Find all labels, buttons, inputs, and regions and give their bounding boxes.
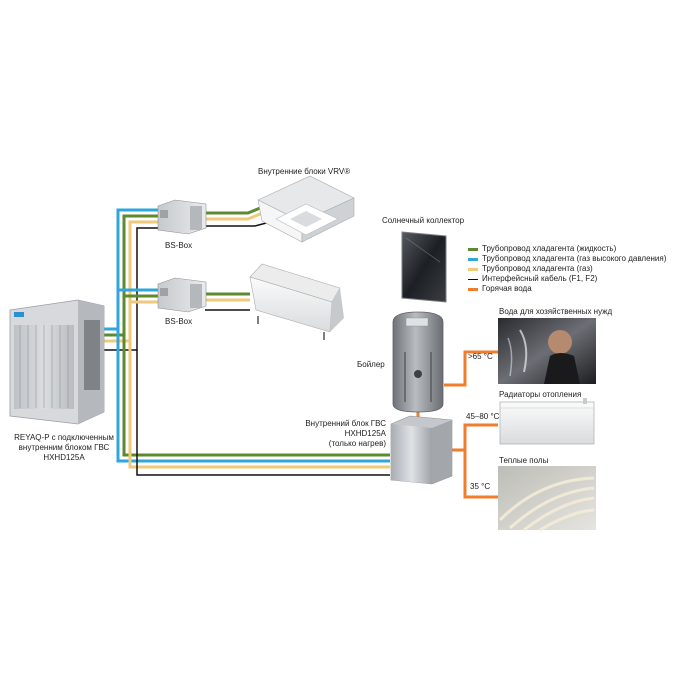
cassette-unit — [257, 175, 355, 243]
bs-box-1 — [157, 199, 207, 235]
radiator — [499, 398, 595, 445]
legend-swatch — [468, 258, 478, 261]
legend-swatch — [468, 288, 478, 291]
boiler-label: Бойлер — [357, 360, 385, 369]
boiler-tank — [392, 311, 444, 413]
pipes-to-hw-unit — [116, 329, 390, 476]
outdoor-unit-label-line3: HXHD125A — [43, 453, 85, 462]
legend-swatch — [468, 268, 478, 271]
brand-logo-icon — [14, 312, 24, 317]
floor-standing-unit — [249, 263, 344, 340]
legend-swatch — [468, 279, 478, 280]
radiators-label: Радиаторы отопления — [499, 390, 582, 399]
hw-unit-label-line2: HXHD125A — [344, 429, 386, 438]
legend-label: Трубопровод хладагента (жидкость) — [482, 244, 617, 253]
temp-domestic-label: >65 °C — [468, 352, 493, 361]
solar-collector — [401, 231, 447, 303]
legend-label: Горячая вода — [482, 284, 532, 293]
bs-box-2-label: BS-Box — [165, 317, 193, 326]
underfloor-label: Теплые полы — [499, 456, 549, 465]
temp-floor-label: 35 °C — [470, 482, 491, 491]
photo-domestic-water — [498, 318, 596, 384]
legend-label: Трубопровод хладагента (газ высокого дав… — [482, 254, 667, 263]
legend-label: Интерфейсный кабель (F1, F2) — [482, 274, 598, 283]
bs-box-2 — [157, 277, 207, 313]
outdoor-unit — [9, 299, 105, 425]
pipes-to-floor-unit — [205, 292, 250, 311]
hw-unit-label-line1: Внутренний блок ГВС — [305, 419, 386, 428]
pipes-to-bs-box-2 — [104, 288, 158, 341]
bs-box-1-label: BS-Box — [165, 241, 193, 250]
outdoor-unit-label-line2: внутренним блоком ГВС — [18, 443, 110, 452]
outdoor-unit-label: REYAQ-P с подключенным внутренним блоком… — [4, 433, 124, 463]
indoor-units-label: Внутренние блоки VRV® — [258, 167, 351, 176]
outdoor-unit-label-line1: REYAQ-P с подключенным — [14, 433, 114, 442]
hw-unit-label: Внутренний блок ГВС HXHD125A (только наг… — [286, 419, 386, 449]
domestic-water-label: Вода для хозяйственных нужд — [499, 307, 613, 316]
legend-swatch — [468, 248, 478, 251]
hw-indoor-unit — [390, 415, 453, 485]
legend-label: Трубопровод хладагента (газ) — [482, 264, 593, 273]
hw-unit-label-line3: (только нагрев) — [328, 439, 386, 448]
photo-underfloor-heating — [498, 466, 596, 532]
solar-collector-label: Солнечный коллектор — [382, 216, 465, 225]
temp-radiators-label: 45–80 °C — [466, 412, 500, 421]
